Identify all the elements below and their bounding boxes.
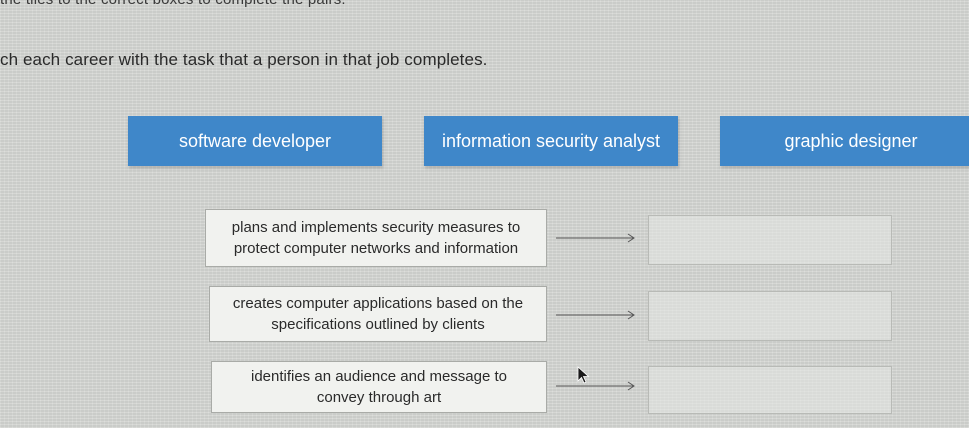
task-computer-applications: creates computer applications based on t… <box>209 286 547 342</box>
tile-information-security-analyst[interactable]: information security analyst <box>424 116 678 166</box>
drop-box-2[interactable] <box>648 291 892 341</box>
task-security-measures: plans and implements security measures t… <box>205 209 547 267</box>
task-text: creates computer applications based on t… <box>232 295 524 333</box>
task-text: identifies an audience and message to co… <box>250 368 507 406</box>
task-audience-message: identifies an audience and message to co… <box>211 361 547 413</box>
tile-graphic-designer[interactable]: graphic designer <box>720 116 969 166</box>
right-arrow-icon <box>556 310 636 320</box>
drag-instruction: the tiles to the correct boxes to comple… <box>0 0 346 8</box>
tile-software-developer[interactable]: software developer <box>128 116 382 166</box>
right-arrow-icon <box>556 233 636 243</box>
question-prompt: ch each career with the task that a pers… <box>0 50 488 69</box>
task-text: plans and implements security measures t… <box>231 219 521 257</box>
right-arrow-icon <box>556 381 636 391</box>
drop-box-3[interactable] <box>648 366 892 414</box>
drop-box-1[interactable] <box>648 215 892 265</box>
mouse-pointer-icon <box>577 366 591 384</box>
